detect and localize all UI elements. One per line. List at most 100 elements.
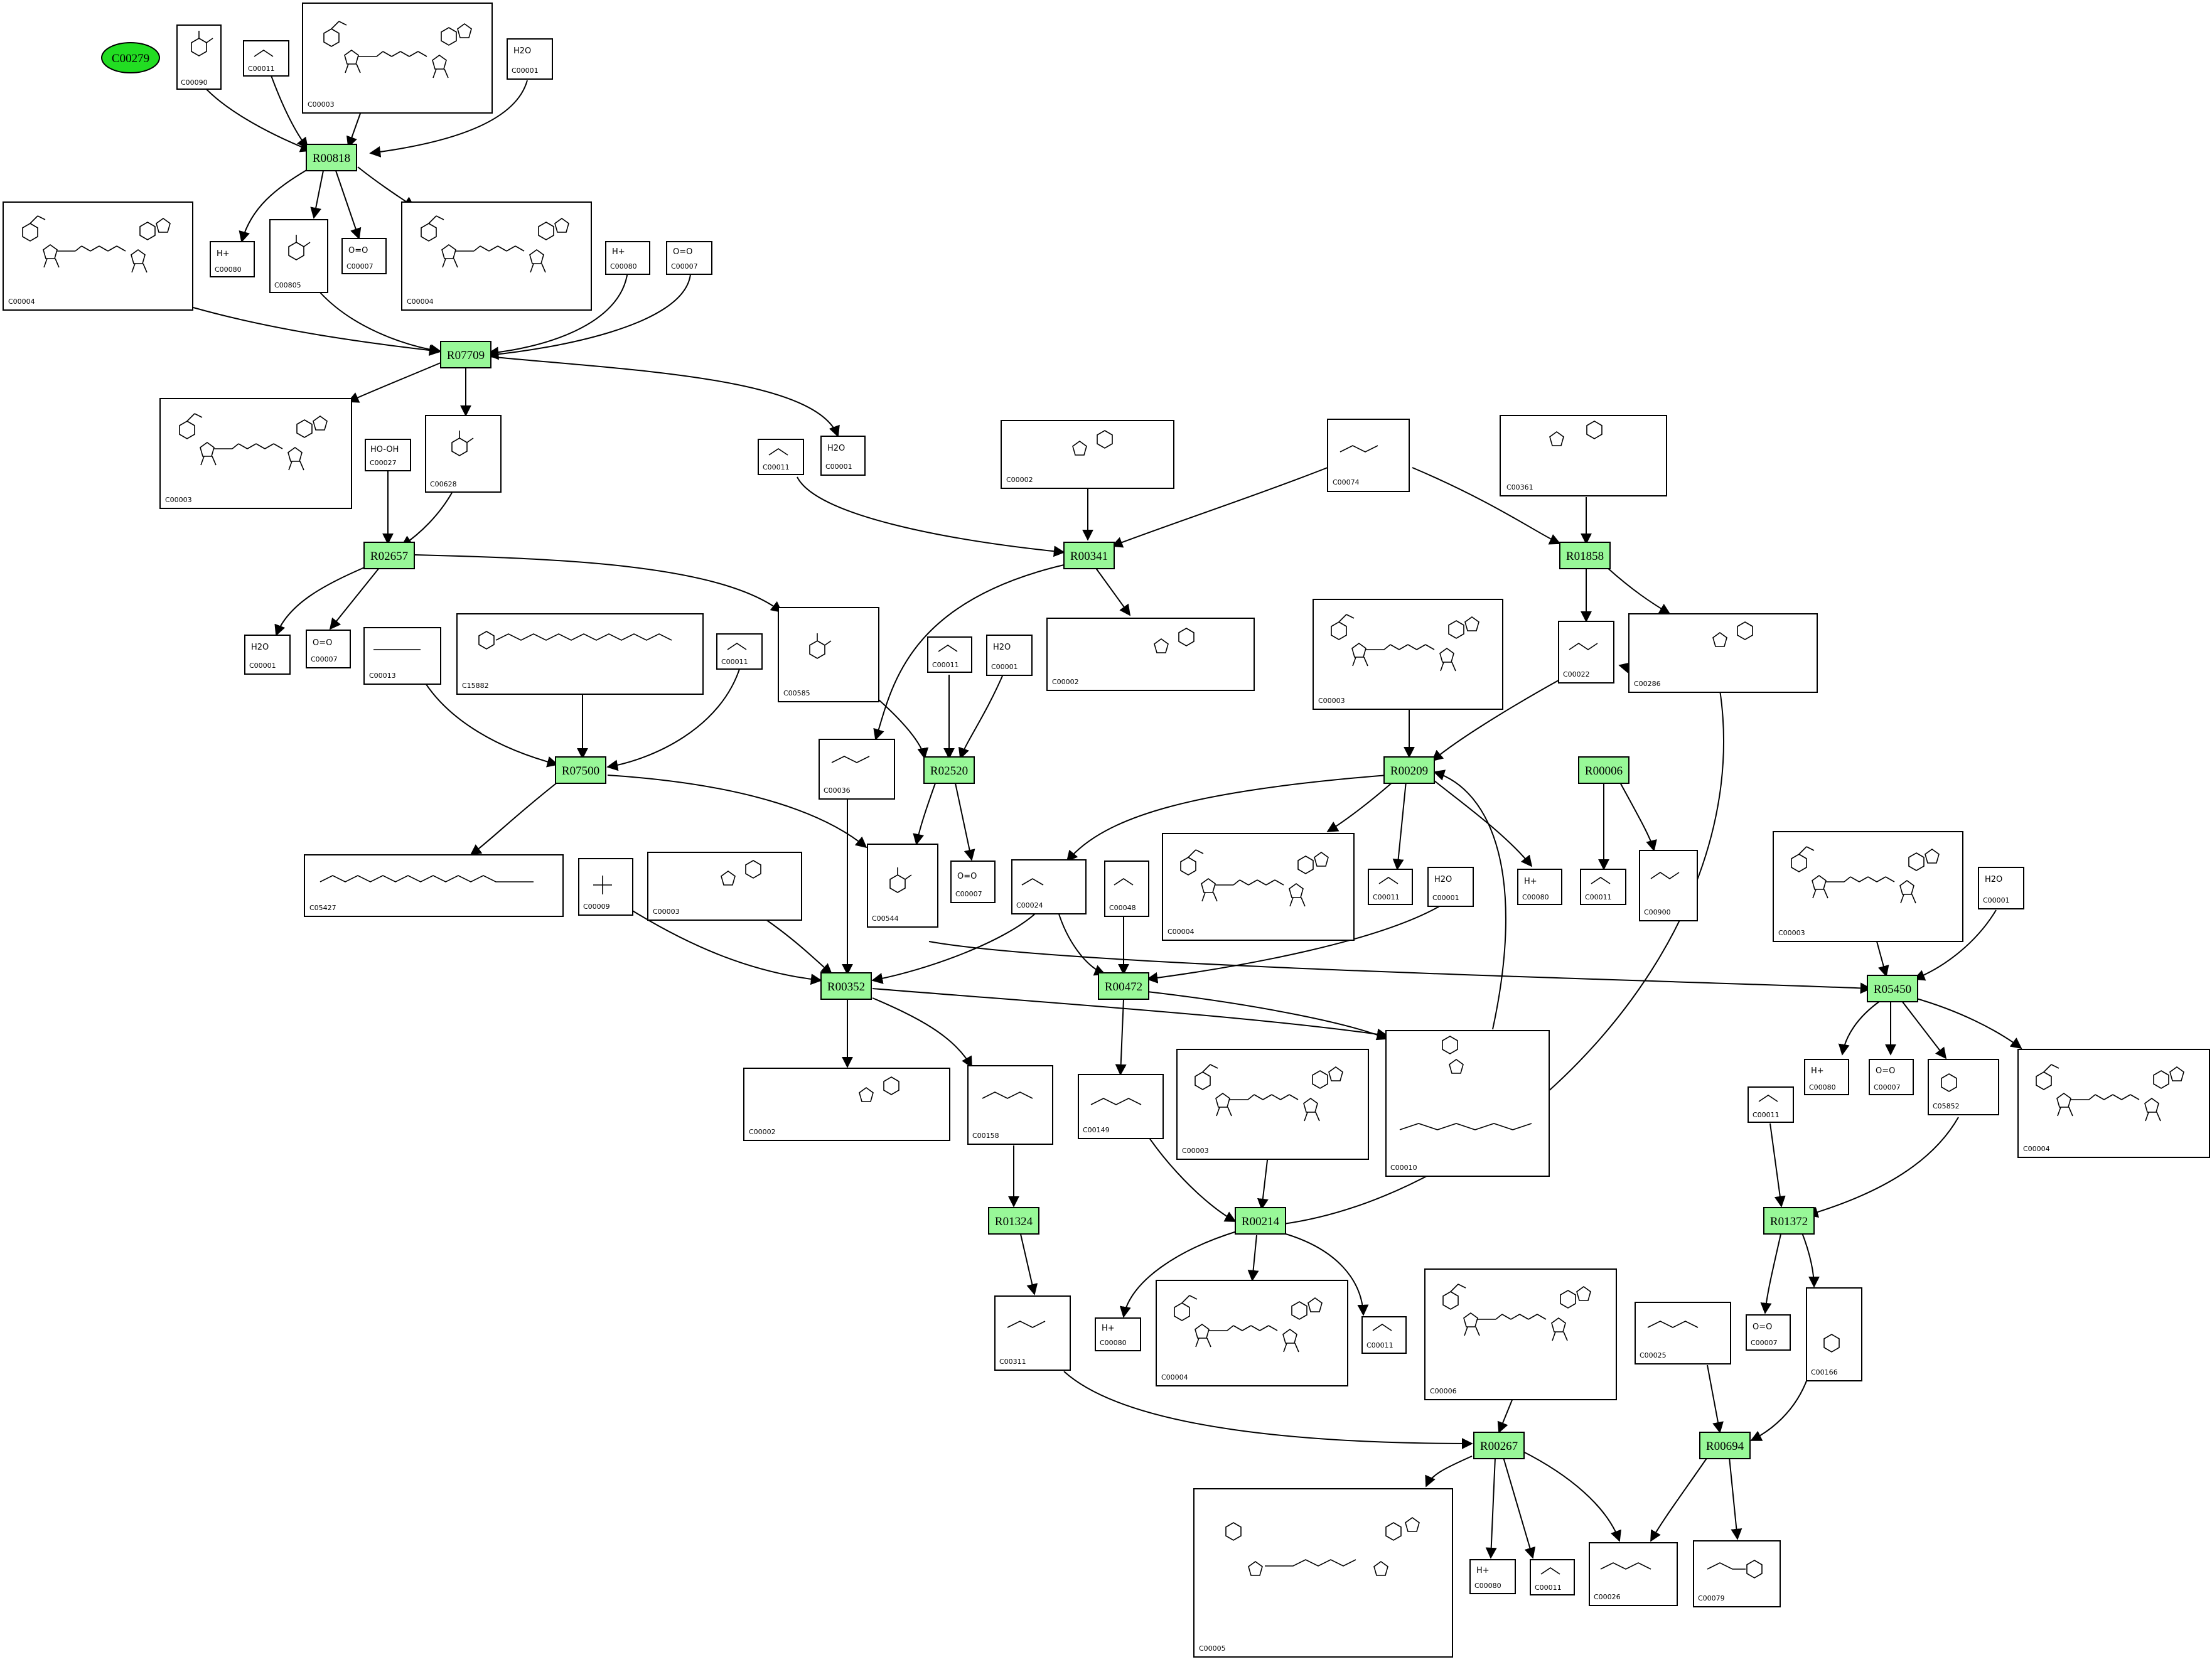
compound-c00003-c[interactable]: C00003 <box>1313 599 1503 710</box>
compound-c00080-e[interactable]: H+C00080 <box>1095 1317 1141 1351</box>
compound-c05427[interactable]: C05427 <box>304 854 564 917</box>
svg-text:C00074: C00074 <box>1333 478 1360 486</box>
start-node[interactable]: C00279 <box>101 42 160 73</box>
compound-c00011-f[interactable]: C00011 <box>1580 869 1626 905</box>
compound-c00080-c[interactable]: H+C00080 <box>1517 869 1562 905</box>
compound-c00011-d[interactable]: C00011 <box>927 636 972 673</box>
compound-c00024[interactable]: C00024 <box>1011 859 1087 914</box>
reaction-r01372[interactable]: R01372 <box>1763 1207 1815 1235</box>
compound-c00003-d[interactable]: C00003 <box>647 852 802 921</box>
reaction-r05450[interactable]: R05450 <box>1867 975 1918 1002</box>
compound-c00011[interactable]: C00011 <box>243 40 289 77</box>
compound-c00004-e[interactable]: C00004 <box>1156 1280 1348 1386</box>
compound-c00026[interactable]: C00026 <box>1589 1542 1678 1606</box>
compound-c00004-d[interactable]: C00004 <box>2017 1049 2210 1158</box>
compound-c00004-c[interactable]: C00004 <box>1162 833 1355 941</box>
reaction-r00472[interactable]: R00472 <box>1098 972 1149 1000</box>
compound-c00003[interactable]: C00003 <box>302 3 493 114</box>
compound-c00002[interactable]: C00002 <box>1001 420 1174 489</box>
compound-c00003-f[interactable]: C00003 <box>1176 1049 1369 1160</box>
compound-c00003-e[interactable]: C00003 <box>1773 831 1963 942</box>
compound-c00006[interactable]: C00006 <box>1424 1268 1617 1400</box>
reaction-r07500[interactable]: R07500 <box>555 756 606 784</box>
compound-c05852[interactable]: C05852 <box>1928 1059 1999 1115</box>
compound-c15882[interactable]: C15882 <box>456 613 704 695</box>
compound-c00011-b[interactable]: C00011 <box>758 439 804 475</box>
reaction-r00267[interactable]: R00267 <box>1473 1432 1525 1459</box>
compound-c00361[interactable]: C00361 <box>1500 415 1667 496</box>
svg-text:C00628: C00628 <box>430 480 457 488</box>
reaction-r00006[interactable]: R00006 <box>1578 756 1629 784</box>
compound-c00004-b[interactable]: C00004 <box>401 201 592 311</box>
compound-c00900[interactable]: C00900 <box>1639 850 1698 921</box>
compound-c00025[interactable]: C00025 <box>1635 1302 1731 1364</box>
compound-c00090[interactable]: C00090 <box>176 24 222 90</box>
compound-c00011-h[interactable]: C00011 <box>1361 1316 1407 1354</box>
compound-c00286[interactable]: C00286 <box>1628 613 1818 693</box>
compound-c00080-d[interactable]: H+C00080 <box>1804 1059 1849 1095</box>
compound-c00011-e[interactable]: C00011 <box>1368 869 1413 905</box>
compound-c00080[interactable]: H+C00080 <box>210 241 255 277</box>
reaction-r00694[interactable]: R00694 <box>1699 1432 1751 1459</box>
compound-c00009[interactable]: C00009 <box>578 858 633 916</box>
compound-c00805[interactable]: C00805 <box>269 219 328 293</box>
reaction-r01324[interactable]: R01324 <box>988 1207 1039 1235</box>
compound-c00080-f[interactable]: H+C00080 <box>1469 1559 1516 1594</box>
svg-text:R07500: R07500 <box>562 764 599 778</box>
svg-text:C00011: C00011 <box>1366 1341 1393 1349</box>
compound-c00166[interactable]: C00166 <box>1806 1287 1862 1381</box>
start-node-label: C00279 <box>112 52 149 65</box>
svg-text:R01324: R01324 <box>995 1215 1033 1228</box>
compound-c00149[interactable]: C00149 <box>1078 1074 1164 1139</box>
compound-c00585[interactable]: C00585 <box>778 607 879 702</box>
compound-c00628[interactable]: C00628 <box>425 415 502 493</box>
compound-c00002-c[interactable]: C00002 <box>743 1068 950 1141</box>
compound-c00011-i[interactable]: C00011 <box>1530 1559 1575 1595</box>
reaction-r00214[interactable]: R00214 <box>1235 1207 1286 1235</box>
reaction-r00352[interactable]: R00352 <box>820 972 872 1000</box>
compound-c00158[interactable]: C00158 <box>967 1065 1053 1145</box>
compound-c00311[interactable]: C00311 <box>994 1295 1071 1371</box>
reaction-r02657[interactable]: R02657 <box>363 542 415 569</box>
compound-c00013[interactable]: C00013 <box>363 627 441 685</box>
svg-text:C00011: C00011 <box>1585 893 1612 901</box>
svg-text:C00004: C00004 <box>1168 928 1195 936</box>
reaction-r00341[interactable]: R00341 <box>1063 542 1115 569</box>
reaction-r07709[interactable]: R07709 <box>440 341 491 368</box>
reaction-r00209[interactable]: R00209 <box>1383 756 1435 784</box>
compound-c00010[interactable]: C00010 <box>1385 1030 1550 1177</box>
compound-c00003-b[interactable]: C00003 <box>159 398 352 509</box>
svg-text:C00048: C00048 <box>1109 904 1136 912</box>
reaction-r02520[interactable]: R02520 <box>923 756 975 784</box>
compound-c00544[interactable]: C00544 <box>867 844 938 928</box>
svg-text:C00004: C00004 <box>1161 1373 1188 1381</box>
compound-c00011-c[interactable]: C00011 <box>716 633 763 670</box>
compound-c00022[interactable]: C00022 <box>1558 621 1614 684</box>
reaction-r00818[interactable]: R00818 <box>306 144 357 171</box>
reaction-r01858[interactable]: R01858 <box>1559 542 1611 569</box>
compound-c00048[interactable]: C00048 <box>1104 860 1149 917</box>
compound-c00011-g[interactable]: C00011 <box>1748 1086 1794 1123</box>
compound-c00004[interactable]: C00004 <box>3 201 193 311</box>
compound-c00005[interactable]: C00005 <box>1193 1488 1453 1658</box>
compound-c00080-b[interactable]: H+C00080 <box>605 241 650 275</box>
compound-c00079[interactable]: C00079 <box>1693 1540 1781 1607</box>
compound-c00036[interactable]: C00036 <box>819 739 895 800</box>
compound-c00002-b[interactable]: C00002 <box>1046 618 1255 691</box>
compound-c00074[interactable]: C00074 <box>1327 419 1410 492</box>
svg-text:H2O: H2O <box>827 444 845 453</box>
